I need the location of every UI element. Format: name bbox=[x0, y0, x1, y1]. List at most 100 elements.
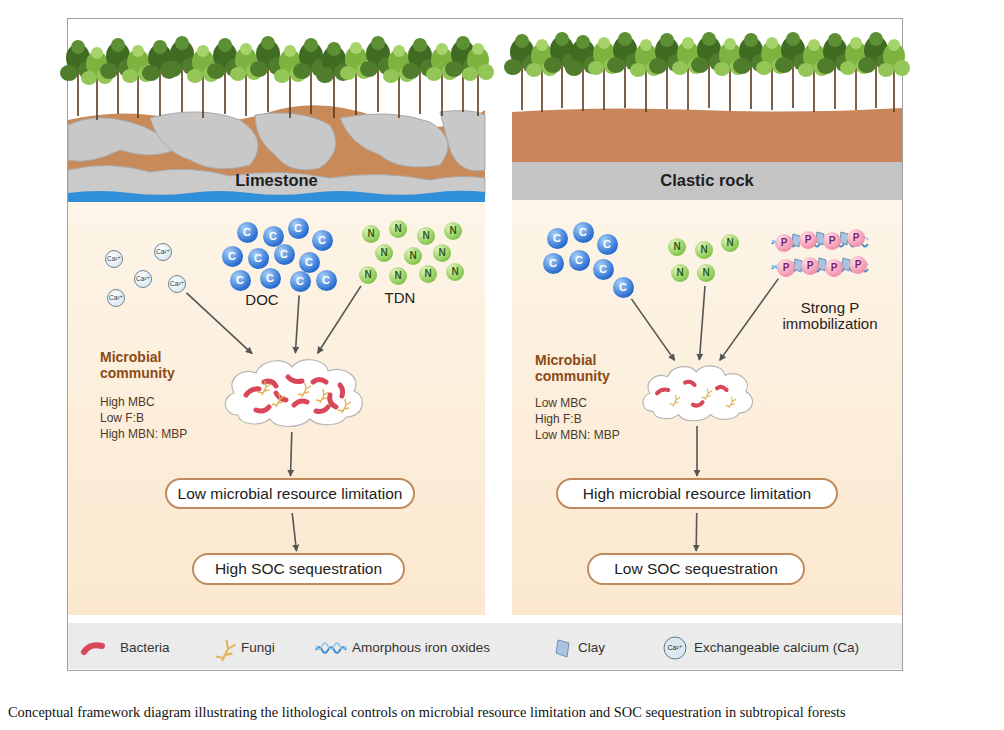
legend-strip bbox=[68, 623, 902, 669]
carbon-particle: C bbox=[263, 226, 284, 247]
fungi bbox=[272, 393, 285, 407]
carbon-particle: C bbox=[543, 253, 564, 274]
carbon-particle: C bbox=[316, 270, 337, 291]
limestone-rock bbox=[255, 113, 336, 170]
limestone-rock bbox=[440, 111, 485, 171]
soil bbox=[68, 105, 485, 200]
calcium-icon bbox=[664, 637, 686, 659]
particle-symbol: N bbox=[424, 269, 431, 279]
phosphorus-particle: P bbox=[775, 234, 793, 252]
carbon-particle: C bbox=[290, 271, 311, 292]
particle-symbol: P bbox=[831, 263, 838, 273]
particle-symbol: N bbox=[380, 248, 387, 258]
water bbox=[68, 191, 485, 202]
particle-symbol: Ca²⁺ bbox=[109, 295, 123, 302]
particle-symbol: P bbox=[781, 238, 788, 248]
calcium-ion: Ca²⁺ bbox=[154, 243, 172, 261]
particle-symbol: Ca²⁺ bbox=[107, 256, 121, 263]
phosphorus-particle: P bbox=[777, 259, 795, 277]
lithology-label: Limestone bbox=[68, 171, 485, 190]
process-label: Strong P immobilization bbox=[770, 300, 890, 332]
cloud-shape bbox=[643, 366, 753, 421]
particle-symbol: C bbox=[243, 227, 251, 238]
microbial-community-cloud: Microbial communityHigh MBCLow F:BHigh M… bbox=[218, 355, 368, 428]
nitrogen-particle: N bbox=[389, 267, 407, 285]
iron-oxide-icon bbox=[316, 643, 346, 649]
bacteria-icon bbox=[84, 645, 102, 652]
clastic-rock-band bbox=[512, 162, 902, 200]
particle-symbol: C bbox=[236, 275, 244, 286]
particle-symbol: C bbox=[280, 249, 288, 260]
limestone-rock bbox=[150, 112, 258, 169]
cloud-shape bbox=[225, 360, 362, 427]
community-trait: Low MBN: MBP bbox=[535, 428, 620, 442]
nitrogen-particle: N bbox=[389, 220, 407, 238]
nitrogen-particle: N bbox=[695, 241, 713, 259]
particle-symbol: Ca²⁺ bbox=[156, 249, 170, 256]
bacteria bbox=[256, 407, 269, 411]
carbon-particle: C bbox=[593, 259, 614, 280]
carbon-particle: C bbox=[299, 252, 320, 273]
cloud-outline bbox=[218, 355, 368, 428]
outcome-box: High SOC sequestration bbox=[192, 553, 405, 585]
bacteria bbox=[717, 387, 727, 390]
nitrogen-particle: N bbox=[446, 263, 464, 281]
phosphorus-particle: P bbox=[825, 259, 843, 277]
carbon-particle: C bbox=[288, 218, 309, 239]
bacteria bbox=[657, 390, 668, 394]
microbial-community-cloud: Microbial communityLow MBCHigh F:BLow MB… bbox=[637, 362, 757, 422]
legend-text: Exchangeable calcium (Ca) bbox=[694, 640, 859, 655]
particle-symbol: C bbox=[228, 251, 236, 262]
particle-symbol: C bbox=[294, 223, 302, 234]
particle-symbol: C bbox=[296, 276, 304, 287]
fungi-icon bbox=[216, 640, 236, 661]
community-trait: High MBN: MBP bbox=[100, 427, 187, 441]
particle-symbol: C bbox=[575, 255, 583, 266]
pool-label: TDN bbox=[375, 289, 425, 306]
soil bbox=[512, 108, 902, 162]
nitrogen-particle: N bbox=[433, 244, 451, 262]
legend-text: Fungi bbox=[241, 640, 275, 655]
bacteria bbox=[316, 407, 328, 412]
particle-symbol: N bbox=[673, 242, 680, 252]
carbon-particle: C bbox=[248, 248, 269, 269]
particle-symbol: N bbox=[364, 270, 371, 280]
legend-text: Bacteria bbox=[120, 640, 170, 655]
connector-arrow bbox=[696, 426, 698, 476]
particle-symbol: N bbox=[394, 224, 401, 234]
particle-symbol: Ca²⁺ bbox=[170, 281, 184, 288]
pool-label: DOC bbox=[237, 291, 287, 308]
legend-icon-symbol: Ca²⁺ bbox=[664, 644, 686, 652]
calcium-ion: Ca²⁺ bbox=[107, 289, 125, 307]
particle-symbol: N bbox=[702, 268, 709, 278]
particle-symbol: C bbox=[549, 258, 557, 269]
bacteria bbox=[288, 377, 302, 382]
particle-symbol: Ca²⁺ bbox=[136, 276, 150, 283]
carbon-particle: C bbox=[613, 277, 634, 298]
outcome-text: Low SOC sequestration bbox=[614, 560, 778, 578]
clay-icon bbox=[556, 640, 569, 657]
fungi bbox=[702, 388, 712, 400]
figure-caption: Conceptual framework diagram illustratin… bbox=[8, 704, 1002, 721]
outcome-box: Low SOC sequestration bbox=[587, 553, 805, 585]
particle-symbol: N bbox=[451, 267, 458, 277]
particle-symbol: P bbox=[805, 235, 812, 245]
nitrogen-particle: N bbox=[419, 265, 437, 283]
particle-symbol: C bbox=[619, 282, 627, 293]
carbon-particle: C bbox=[222, 246, 243, 267]
figure-frame bbox=[68, 19, 903, 671]
particle-symbol: P bbox=[855, 260, 862, 270]
particle-symbol: N bbox=[726, 238, 733, 248]
bacteria bbox=[246, 389, 259, 395]
community-trait: High F:B bbox=[535, 412, 582, 426]
community-trait: Low F:B bbox=[100, 411, 144, 425]
outcome-box: High microbial resource limitation bbox=[556, 478, 838, 509]
particle-symbol: C bbox=[254, 253, 262, 264]
particle-symbol: N bbox=[394, 271, 401, 281]
fungi bbox=[298, 383, 311, 397]
lithology-label: Clastic rock bbox=[512, 171, 902, 190]
carbon-particle: C bbox=[573, 222, 594, 243]
bacteria bbox=[313, 380, 326, 383]
carbon-particle: C bbox=[312, 230, 333, 251]
cloud-outline bbox=[637, 362, 757, 422]
